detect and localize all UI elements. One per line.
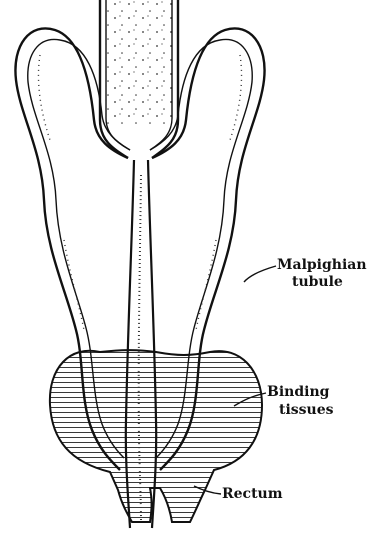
label-rectum: Rectum xyxy=(222,486,283,502)
label-malpighian: Malpighian xyxy=(277,257,367,273)
gut-tube xyxy=(100,0,178,158)
label-tubule: tubule xyxy=(292,274,343,290)
label-tissues: tissues xyxy=(279,402,334,418)
label-binding: Binding xyxy=(267,384,329,400)
